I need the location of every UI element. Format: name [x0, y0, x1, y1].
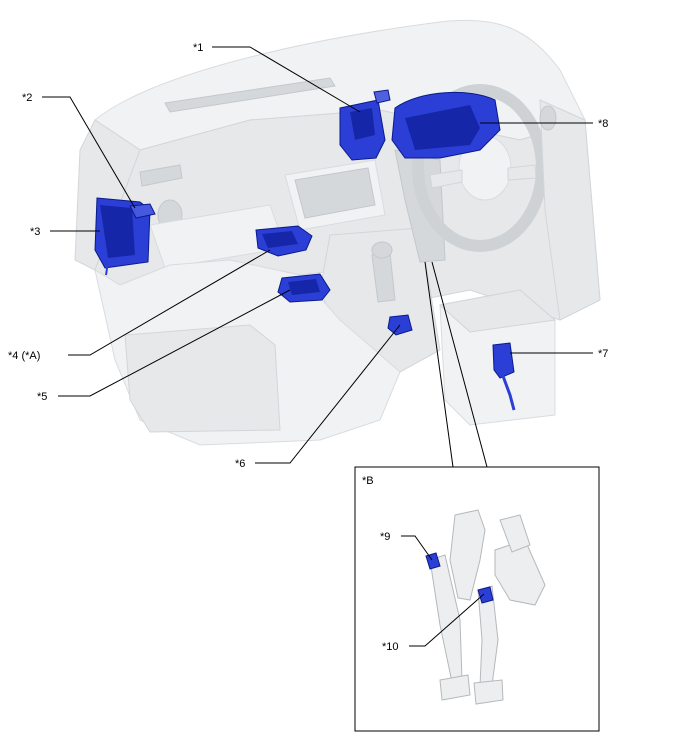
component-5-detail	[288, 279, 320, 295]
leader-10	[409, 593, 485, 647]
callout-7: *7	[598, 348, 608, 360]
inset-zoom-line-left	[424, 261, 454, 468]
leader-5	[58, 289, 291, 397]
pedal-pad-left	[439, 674, 471, 701]
pedal-bracket	[449, 509, 486, 601]
component-3-detail	[100, 205, 135, 258]
pedal-pad-right	[473, 679, 504, 705]
defroster-vent	[164, 77, 336, 113]
leader-2	[42, 96, 136, 209]
leader-lines	[42, 46, 593, 647]
inset-pedal-detail	[354, 261, 600, 732]
leader-6	[255, 324, 401, 464]
component-7-wire	[501, 375, 516, 411]
callout-5: *5	[37, 391, 47, 403]
component-10	[477, 586, 494, 604]
component-1-detail	[350, 108, 375, 140]
callout-9: *9	[380, 531, 390, 543]
component-4-detail	[262, 231, 298, 248]
steering-wheel-rim	[412, 84, 548, 252]
callout-2: *2	[22, 92, 32, 104]
component-3-wire	[105, 261, 109, 276]
armrest-top	[438, 289, 557, 333]
leader-1	[212, 46, 361, 113]
callout-8: *8	[598, 118, 608, 130]
inset-label: *B	[362, 475, 374, 487]
gear-knob	[371, 241, 393, 259]
highlighted-components	[94, 89, 516, 411]
inset-zoom-line-right	[431, 261, 488, 468]
right-dash-end	[539, 99, 601, 321]
callout-6: *6	[235, 458, 245, 470]
component-2	[129, 203, 156, 219]
pedal-linkage-upper	[499, 514, 531, 553]
component-8-detail	[405, 105, 480, 150]
component-7	[492, 342, 515, 379]
footwell-block	[124, 324, 281, 433]
right-side-vent	[539, 105, 557, 131]
callout-labels: *1 *2 *3 *4 (*A) *5 *6 *7 *8 *9 *10 *B	[8, 42, 608, 653]
center-display	[294, 167, 376, 219]
leader-9	[401, 535, 433, 561]
callout-4: *4 (*A)	[8, 350, 40, 362]
upper-left-vent	[139, 164, 183, 187]
component-1-bracket	[373, 89, 391, 104]
callout-10: *10	[382, 641, 399, 653]
steering-wheel-spoke	[507, 164, 537, 181]
callout-3: *3	[30, 226, 40, 238]
vehicle-interior	[74, 19, 601, 446]
leader-4	[68, 249, 271, 356]
steering-wheel-spoke	[429, 169, 463, 189]
left-door-panel	[74, 119, 141, 271]
callout-1: *1	[193, 42, 203, 54]
